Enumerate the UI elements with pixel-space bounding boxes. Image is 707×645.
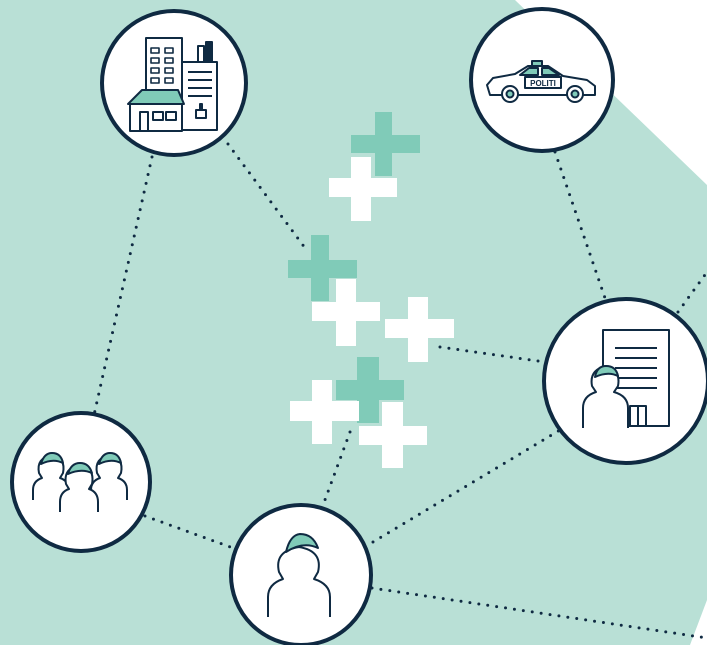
node-caseworker bbox=[542, 297, 707, 465]
plus-cross-teal-2 bbox=[288, 235, 357, 301]
connector-building-family bbox=[92, 155, 154, 417]
person-icon bbox=[267, 533, 331, 617]
connector-citizen-caseworker bbox=[371, 428, 562, 544]
plus-cross-teal-3 bbox=[336, 357, 404, 423]
plus-cross-white-4 bbox=[290, 380, 359, 444]
connector-police-caseworker bbox=[553, 150, 607, 300]
node-police: POLITI bbox=[469, 7, 615, 153]
node-citizen bbox=[229, 503, 373, 645]
document-person-icon bbox=[582, 329, 670, 428]
building-icon bbox=[127, 37, 218, 132]
plus-cross-teal-1 bbox=[351, 112, 420, 176]
node-building bbox=[100, 9, 248, 157]
police-car-icon bbox=[486, 60, 596, 103]
police-label: POLITI bbox=[530, 79, 556, 88]
plus-cross-white-3 bbox=[385, 297, 454, 362]
group-icon bbox=[32, 452, 128, 512]
connector-caseworker-offscreen bbox=[676, 270, 707, 314]
plus-cross-white-5 bbox=[359, 402, 427, 468]
node-family bbox=[10, 411, 152, 553]
plus-cross-white-1 bbox=[329, 157, 397, 221]
plus-cross-white-2 bbox=[312, 279, 380, 346]
plus-cross-cluster bbox=[288, 112, 454, 468]
connector-crosses-caseworker bbox=[438, 345, 547, 364]
